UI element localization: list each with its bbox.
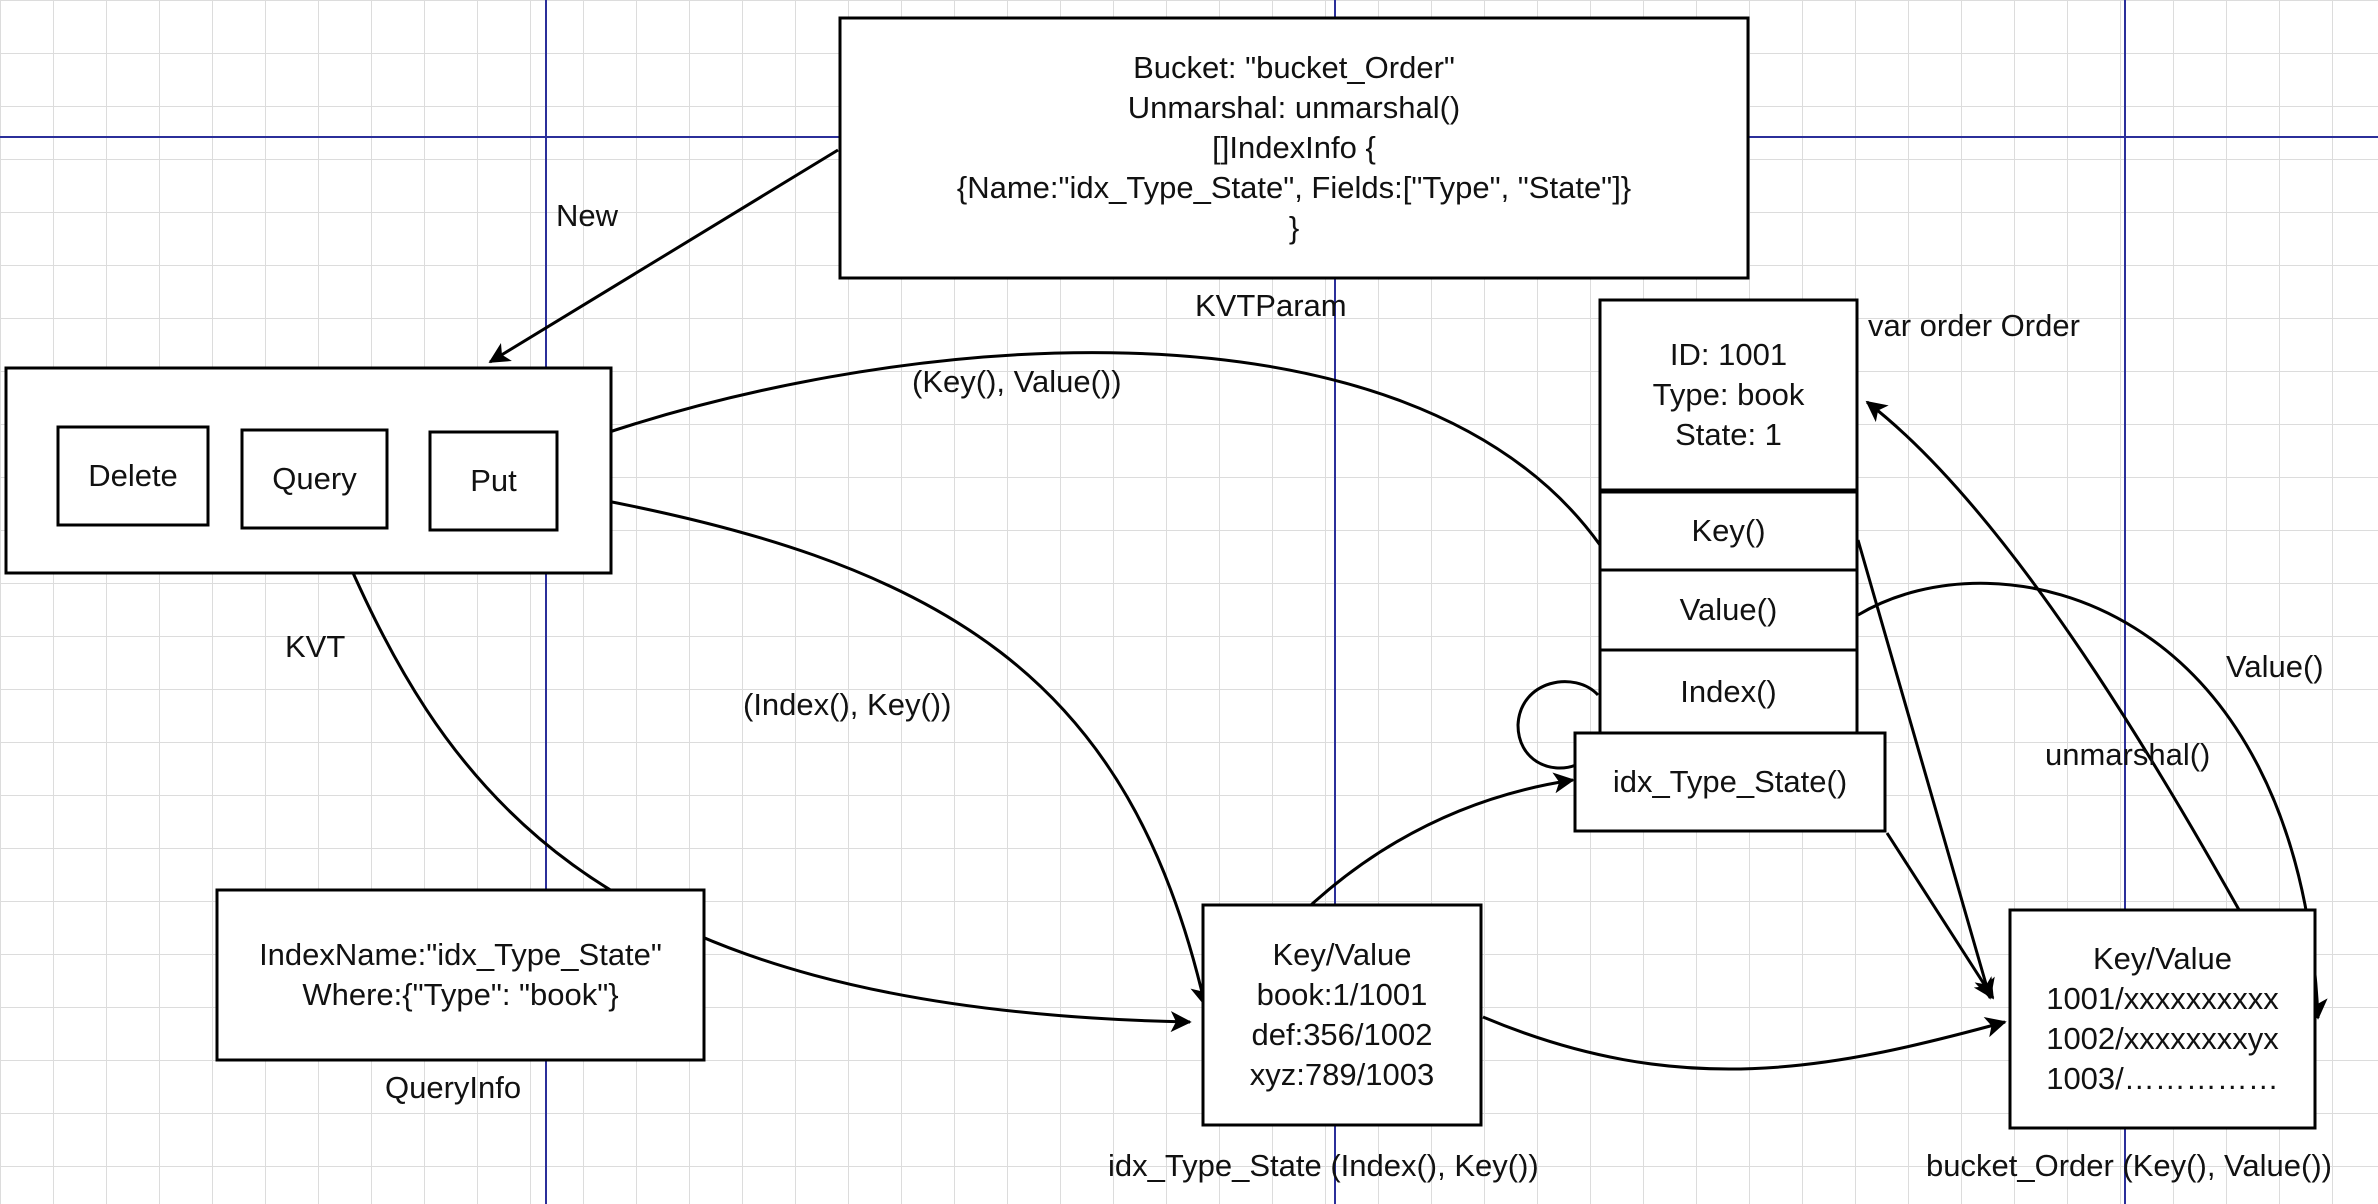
order-index-box xyxy=(1598,648,1859,735)
edge-label-put-key-value: (Key(), Value()) xyxy=(912,364,1122,399)
index-store-caption: idx_Type_State (Index(), Key()) xyxy=(1108,1148,1539,1183)
edge-label-unmarshal: unmarshal() xyxy=(2045,737,2211,772)
kvt-caption: KVT xyxy=(285,629,346,664)
connectors xyxy=(331,148,2328,1071)
index-store-line: book:1/1001 xyxy=(1256,977,1428,1012)
edge-query-to-index xyxy=(331,526,1192,1033)
edge-new xyxy=(488,148,839,364)
query-info-line: Where:{"Type": "book"} xyxy=(302,977,619,1012)
edge-put-index-key xyxy=(557,490,1211,1007)
edge-value-to-bucket xyxy=(1857,581,2328,1020)
bucket-store-caption: bucket_Order (Key(), Value()) xyxy=(1926,1148,2332,1183)
put-button[interactable]: Put xyxy=(470,463,517,498)
order-value-method: Value() xyxy=(1679,592,1778,627)
edge-label-value: Value() xyxy=(2226,649,2324,684)
idx-fn-box xyxy=(1573,731,1887,833)
kvtparam-line: } xyxy=(1288,210,1300,245)
edge-key-to-bucket xyxy=(1856,539,1995,1000)
kvtparam-line: {Name:"idx_Type_State", Fields:["Type", … xyxy=(956,170,1632,205)
order-caption: var order Order xyxy=(1868,308,2080,343)
boxes xyxy=(4,16,2317,1130)
query-info-line: IndexName:"idx_Type_State" xyxy=(259,937,662,972)
put-box xyxy=(428,430,559,532)
query-info-text: IndexName:"idx_Type_State" Where:{"Type"… xyxy=(217,890,704,1060)
edge-label-put-index-key: (Index(), Key()) xyxy=(743,687,952,722)
index-store-line: xyz:789/1003 xyxy=(1249,1057,1435,1092)
kvtparam-line: Bucket: "bucket_Order" xyxy=(1133,50,1455,85)
order-value-box xyxy=(1598,568,1859,652)
order-index-method: Index() xyxy=(1680,673,1777,709)
bucket-store-line: Key/Value xyxy=(2092,941,2232,976)
edge-put-key-value xyxy=(557,351,1602,546)
kvtparam-line: []IndexInfo { xyxy=(1212,130,1376,165)
edge-index-self-loop xyxy=(1516,680,1600,770)
kvtparam-line: Unmarshal: unmarshal() xyxy=(1127,90,1461,125)
kvtparam-box xyxy=(838,16,1750,280)
index-store-line: Key/Value xyxy=(1272,937,1412,972)
index-store-line: def:356/1002 xyxy=(1251,1017,1433,1052)
bucket-store-line: 1001/xxxxxxxxxx xyxy=(2046,981,2279,1016)
bucket-store-line: 1002/xxxxxxxxyx xyxy=(2046,1021,2279,1056)
idx-fn-method: idx_Type_State() xyxy=(1612,764,1848,799)
index-store-box xyxy=(1201,903,1483,1127)
order-struct-text: ID: 1001 Type: book State: 1 xyxy=(1600,300,1857,490)
edge-index-store-bucket xyxy=(1482,1015,2007,1071)
bucket-store-text: Key/Value 1001/xxxxxxxxxx 1002/xxxxxxxxy… xyxy=(2010,910,2315,1128)
bucket-store-box xyxy=(2008,908,2317,1130)
order-struct-box xyxy=(1598,298,1859,492)
edge-idxfn-to-bucket xyxy=(1885,832,1995,1000)
order-key-method: Key() xyxy=(1691,513,1766,548)
query-box xyxy=(240,428,389,530)
query-button[interactable]: Query xyxy=(272,461,357,496)
order-field-type: Type: book xyxy=(1652,377,1805,412)
query-info-box xyxy=(215,888,706,1062)
kvtparam-caption: KVTParam xyxy=(1195,288,1347,323)
delete-box xyxy=(56,425,210,527)
kvtparam-text: Bucket: "bucket_Order" Unmarshal: unmars… xyxy=(840,18,1748,278)
order-field-id: ID: 1001 xyxy=(1669,337,1788,372)
edge-label-new: New xyxy=(556,198,619,233)
bucket-store-line: 1003/…………… xyxy=(2046,1061,2279,1096)
index-store-text: Key/Value book:1/1001 def:356/1002 xyz:7… xyxy=(1203,905,1481,1125)
order-field-state: State: 1 xyxy=(1675,417,1782,452)
query-info-caption: QueryInfo xyxy=(385,1070,522,1105)
delete-button[interactable]: Delete xyxy=(88,458,178,493)
